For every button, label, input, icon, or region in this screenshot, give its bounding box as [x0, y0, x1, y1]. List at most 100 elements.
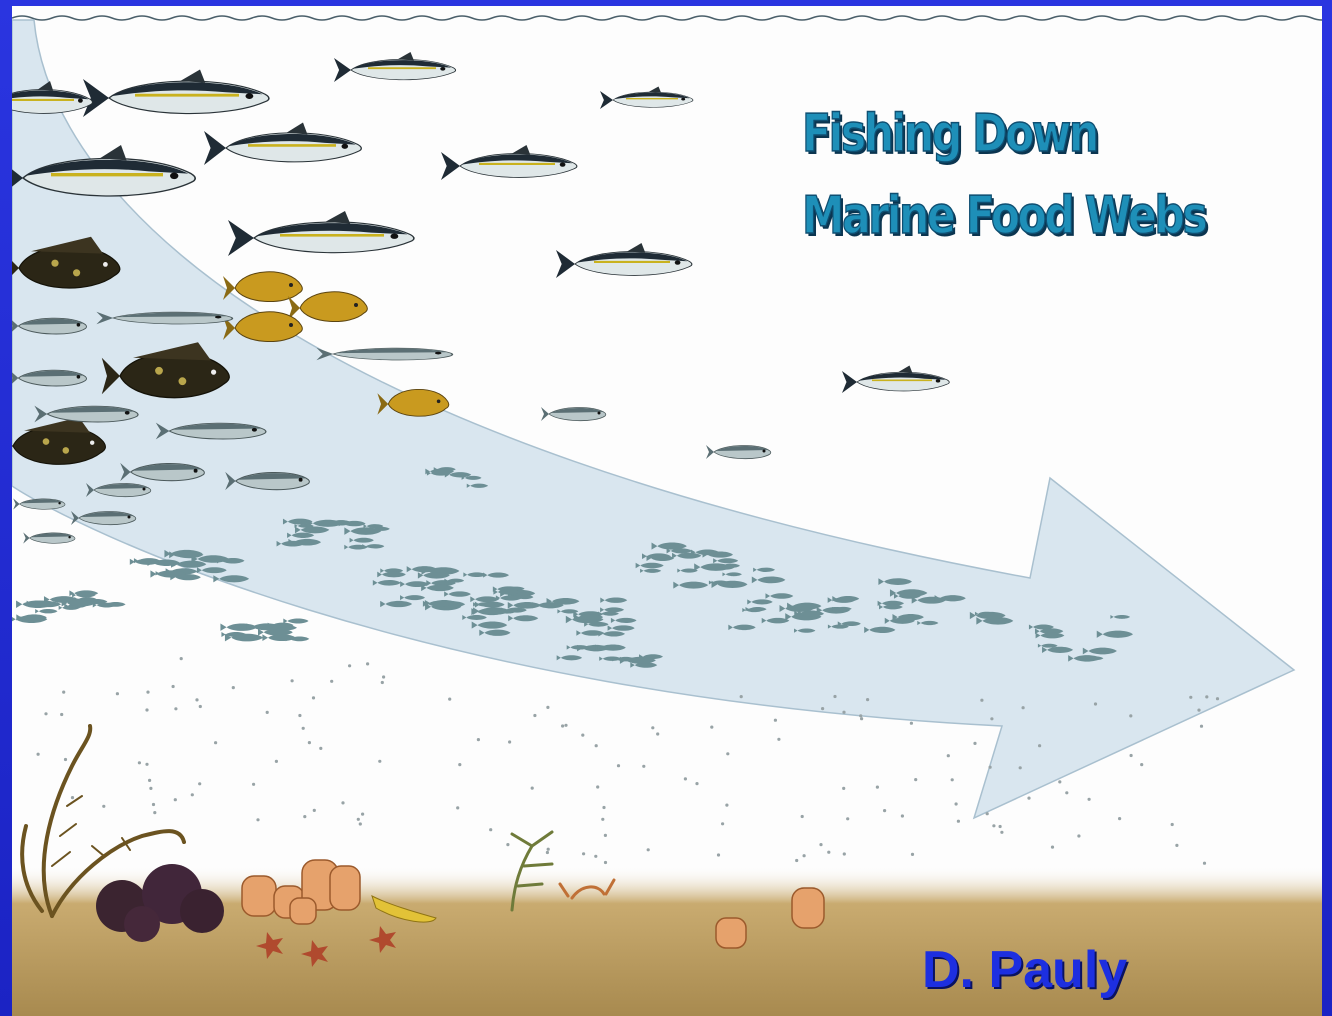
jack-icon	[288, 292, 367, 322]
plankton-dot	[275, 760, 278, 763]
plankton-dot	[1205, 695, 1208, 698]
plankton-dot	[951, 778, 954, 781]
plankton-dot	[602, 806, 605, 809]
plankton-dot	[914, 778, 917, 781]
plankton-dot	[60, 713, 63, 716]
plankton-dot	[312, 696, 315, 699]
plankton-dot	[330, 680, 333, 683]
plankton-dot	[833, 695, 836, 698]
plankton-dot	[801, 815, 804, 818]
tiny-fish-icon	[35, 609, 57, 613]
plankton-dot	[366, 662, 369, 665]
plankton-dot	[957, 820, 960, 823]
plankton-dot	[116, 692, 119, 695]
plankton-dot	[1200, 725, 1203, 728]
title-line-2: Marine Food Webs	[802, 190, 1205, 242]
tuna-icon	[842, 366, 949, 394]
plankton-dot	[546, 851, 549, 854]
plankton-dot	[256, 818, 259, 821]
tuna-icon	[204, 123, 361, 166]
plankton-dot	[1189, 696, 1192, 699]
plankton-dot	[37, 753, 40, 756]
plankton-dot	[1216, 697, 1219, 700]
tiny-fish-icon	[262, 634, 296, 641]
plankton-dot	[381, 681, 384, 684]
plankton-dot	[174, 798, 177, 801]
plankton-dot	[1051, 846, 1054, 849]
plankton-dot	[102, 805, 105, 808]
plankton-dot	[199, 705, 202, 708]
plankton-dot	[684, 777, 687, 780]
plankton-dot	[947, 754, 950, 757]
tuna-icon	[600, 87, 693, 110]
plankton-dot	[973, 742, 976, 745]
plankton-dot	[594, 855, 597, 858]
plankton-dot	[717, 853, 720, 856]
plankton-dot	[999, 825, 1002, 828]
plankton-dot	[266, 711, 269, 714]
food-web-illustration	[12, 6, 1322, 1016]
plankton-dot	[955, 802, 958, 805]
illustration-panel: Fishing Down Marine Food Webs D. Pauly	[12, 6, 1322, 1016]
fishing-down-arrow-icon	[12, 20, 1294, 818]
plankton-dot	[910, 722, 913, 725]
plankton-dot	[876, 786, 879, 789]
tuna-icon	[228, 211, 414, 256]
plankton-dot	[195, 698, 198, 701]
plankton-dot	[604, 861, 607, 864]
plankton-dot	[1171, 823, 1174, 826]
plankton-dot	[827, 851, 830, 854]
plankton-dot	[146, 691, 149, 694]
plankton-dot	[533, 714, 536, 717]
plankton-dot	[582, 852, 585, 855]
plankton-dot	[561, 724, 564, 727]
tuna-icon	[334, 52, 456, 82]
plankton-dot	[986, 812, 989, 815]
plankton-dot	[62, 691, 65, 694]
plankton-dot	[531, 787, 534, 790]
plankton-dot	[319, 747, 322, 750]
plankton-dot	[1197, 709, 1200, 712]
plankton-dot	[601, 818, 604, 821]
plankton-dot	[252, 783, 255, 786]
plankton-dot	[145, 708, 148, 711]
plankton-dot	[1118, 817, 1121, 820]
author-credit: D. Pauly	[922, 944, 1127, 996]
plankton-dot	[232, 686, 235, 689]
plankton-dot	[843, 852, 846, 855]
plankton-dot	[617, 764, 620, 767]
plankton-dot	[44, 712, 47, 715]
plankton-dot	[547, 848, 550, 851]
plankton-dot	[846, 817, 849, 820]
plankton-dot	[911, 853, 914, 856]
plankton-dot	[990, 717, 993, 720]
tuna-icon	[441, 145, 577, 180]
plankton-dot	[180, 657, 183, 660]
plankton-dot	[726, 752, 729, 755]
plankton-dot	[651, 726, 654, 729]
plankton-dot	[883, 809, 886, 812]
title-line-1: Fishing Down	[802, 108, 1097, 160]
plankton-dot	[710, 726, 713, 729]
plankton-dot	[191, 793, 194, 796]
plankton-dot	[795, 859, 798, 862]
plankton-dot	[489, 828, 492, 831]
plankton-dot	[656, 732, 659, 735]
plankton-dot	[1065, 791, 1068, 794]
plankton-dot	[842, 711, 845, 714]
plankton-dot	[1027, 797, 1030, 800]
plankton-dot	[298, 714, 301, 717]
sardine-icon	[541, 407, 606, 421]
plankton-dot	[152, 803, 155, 806]
plankton-dot	[777, 738, 780, 741]
plankton-dot	[740, 695, 743, 698]
plankton-dot	[1088, 798, 1091, 801]
plankton-dot	[308, 741, 311, 744]
plankton-dot	[1203, 862, 1206, 865]
plankton-dot	[214, 741, 217, 744]
plankton-dot	[1094, 702, 1097, 705]
plankton-dot	[456, 806, 459, 809]
tiny-fish-icon	[283, 618, 308, 623]
plankton-dot	[458, 763, 461, 766]
